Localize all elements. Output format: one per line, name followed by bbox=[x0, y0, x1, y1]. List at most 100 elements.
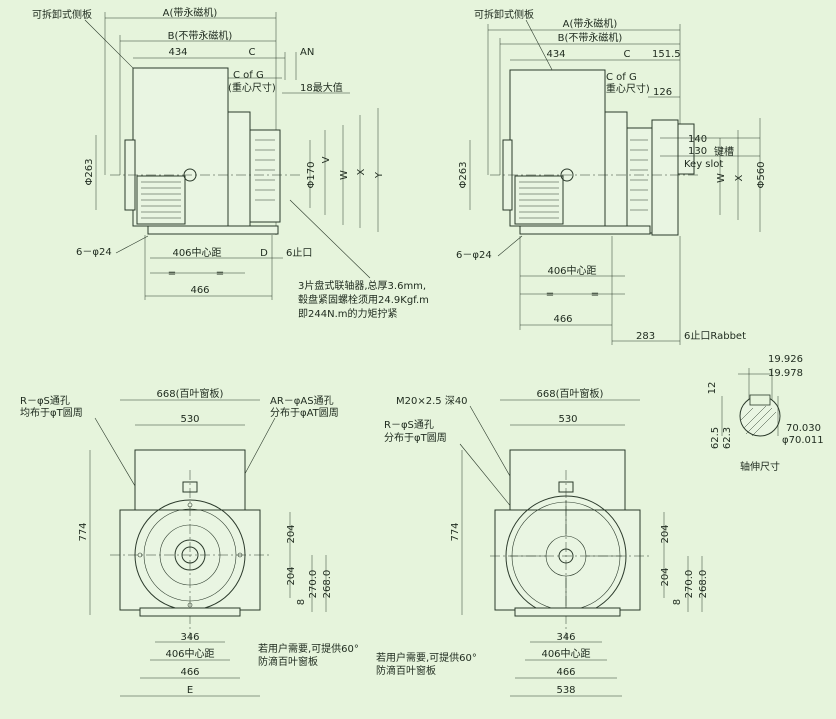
dim-466-label-c: 466 bbox=[180, 667, 199, 678]
dim-538-label: 538 bbox=[556, 685, 575, 696]
fan-grill-b bbox=[630, 139, 648, 211]
coupling-note-line3: 即244N.m的力矩拧紧 bbox=[298, 307, 398, 320]
dim-346-label-d: 346 bbox=[556, 632, 575, 643]
max-18-label: 18最大值 bbox=[300, 81, 343, 94]
cog-line1: C of G bbox=[233, 70, 264, 81]
coupling-note-line2: 毂盘紧固螺栓须用24.9Kgf.m bbox=[298, 293, 429, 306]
dim-a-label-b: A(带永磁机) bbox=[563, 17, 618, 30]
removable-panel-label: 可拆卸式侧板 bbox=[32, 8, 92, 21]
dim-151-label: 151.5 bbox=[652, 49, 681, 60]
front-view-single-bearing: M20×2.5 深40 668(百叶窗板) R－φS通孔 分布于φT圆周 530… bbox=[376, 387, 709, 697]
holes-label: 6－φ24 bbox=[76, 247, 112, 258]
keyslot-cn-label: 键槽 bbox=[714, 145, 734, 158]
removable-panel-label-b: 可拆卸式侧板 bbox=[474, 8, 534, 21]
holes-label-d2: 分布于φT圆周 bbox=[384, 432, 447, 444]
dim-283-label: 283 bbox=[636, 331, 655, 342]
shaft-70011-label: φ70.011 bbox=[782, 435, 824, 446]
dim-268-label-d: 268.0 bbox=[698, 570, 709, 599]
dim-8-label-d: 8 bbox=[672, 599, 683, 605]
keyslot-en-label: Key slot bbox=[684, 159, 723, 170]
louver-note-1-d: 若用户需要,可提供60° bbox=[376, 651, 477, 664]
dim-w-label: W bbox=[339, 170, 350, 180]
dim-v-label: V bbox=[321, 156, 332, 163]
dim-x-label: X bbox=[356, 168, 367, 175]
thread-label: M20×2.5 深40 bbox=[396, 395, 468, 407]
shaft-70030-label: 70.030 bbox=[786, 423, 821, 434]
dim-530-label: 530 bbox=[180, 414, 199, 425]
cog-line2-b: (重心尺寸) bbox=[602, 82, 650, 95]
dim-e-label: E bbox=[187, 685, 193, 696]
dia-170-label: Φ170 bbox=[306, 162, 317, 189]
dim-530-label-d: 530 bbox=[558, 414, 577, 425]
eq-mark-2: = bbox=[216, 268, 224, 279]
side-view-coupled: A(带永磁机) B(不带永磁机) 434 C AN C of G (重心尺寸) … bbox=[32, 6, 429, 320]
shaft-623-label: 62.3 bbox=[722, 427, 733, 449]
cog-line1-b: C of G bbox=[606, 72, 637, 83]
louver-668-label-d: 668(百叶窗板) bbox=[537, 387, 604, 400]
dim-130-label: 130 bbox=[688, 146, 707, 157]
ar-label-1: AR－φAS通孔 bbox=[270, 395, 334, 407]
shaft-detail: 19.926 19.978 12 62.5 62.3 70.030 φ70.01… bbox=[707, 354, 824, 473]
dia-263-label: Φ263 bbox=[84, 159, 95, 186]
center-406-label-b: 406中心距 bbox=[547, 264, 596, 277]
dim-204a-label-d: 204 bbox=[660, 524, 671, 543]
shaft-12-label: 12 bbox=[707, 382, 718, 395]
dim-204a-label: 204 bbox=[286, 524, 297, 543]
eq-mark-2-b: = bbox=[591, 289, 599, 300]
louver-668-label: 668(百叶窗板) bbox=[157, 387, 224, 400]
holes-label-d1: R－φS通孔 bbox=[384, 419, 434, 431]
dim-466-label: 466 bbox=[190, 285, 209, 296]
holes-label-b: 6－φ24 bbox=[456, 250, 492, 261]
dim-270-label-d: 270.0 bbox=[684, 570, 695, 599]
center-406-label-d: 406中心距 bbox=[541, 647, 590, 660]
dim-204b-label-d: 204 bbox=[660, 567, 671, 586]
dim-346-label: 346 bbox=[180, 632, 199, 643]
dim-w-label-b: W bbox=[716, 173, 727, 183]
louver-note-1: 若用户需要,可提供60° bbox=[258, 642, 359, 655]
louver-grill-b bbox=[519, 181, 559, 219]
eq-mark-1: = bbox=[168, 268, 176, 279]
ar-label-2: 分布于φAT圆周 bbox=[270, 407, 339, 419]
dim-126-label: 126 bbox=[653, 87, 672, 98]
dim-434-label-b: 434 bbox=[546, 49, 565, 60]
rabbet-label-b: 6止口Rabbet bbox=[684, 330, 746, 342]
dim-466-label-d: 466 bbox=[556, 667, 575, 678]
dim-8-label: 8 bbox=[296, 599, 307, 605]
louver-note-2-d: 防滴百叶窗板 bbox=[376, 664, 436, 677]
shaft-625-label: 62.5 bbox=[710, 427, 721, 449]
rabbet-6-label: 6止口 bbox=[286, 247, 312, 259]
eq-mark-1-b: = bbox=[546, 289, 554, 300]
dim-774-label-d: 774 bbox=[450, 522, 461, 541]
dim-466-label-b: 466 bbox=[553, 314, 572, 325]
holes-label-c2: 均布于φT圆周 bbox=[20, 407, 83, 419]
dim-c-label-b: C bbox=[624, 49, 631, 60]
center-406-label: 406中心距 bbox=[172, 246, 221, 259]
dim-an-label: AN bbox=[300, 47, 314, 58]
cog-line2: (重心尺寸) bbox=[228, 81, 276, 94]
dim-268-label: 268.0 bbox=[322, 570, 333, 599]
center-406-label-c: 406中心距 bbox=[165, 647, 214, 660]
dia-263-label-b: Φ263 bbox=[458, 162, 469, 189]
shaft-caption: 轴伸尺寸 bbox=[740, 460, 780, 473]
dim-d-label: D bbox=[260, 248, 268, 259]
dia-560-label: Φ560 bbox=[756, 162, 767, 189]
louver-grill-a bbox=[141, 181, 181, 219]
dim-c-label: C bbox=[249, 47, 256, 58]
front-view-coupled: R－φS通孔 均布于φT圆周 668(百叶窗板) AR－φAS通孔 分布于φAT… bbox=[20, 387, 359, 697]
dim-y-label: Y bbox=[374, 171, 385, 179]
side-view-single-bearing: 可拆卸式侧板 A(带永磁机) B(不带永磁机) 434 C 151.5 C of… bbox=[456, 8, 767, 345]
shaft-19978-label: 19.978 bbox=[768, 368, 803, 379]
dim-140-label: 140 bbox=[688, 134, 707, 145]
coupling-note-line1: 3片盘式联轴器,总厚3.6mm, bbox=[298, 279, 426, 292]
dim-270-label: 270.0 bbox=[308, 570, 319, 599]
dim-204b-label: 204 bbox=[286, 566, 297, 585]
dim-434-label: 434 bbox=[168, 47, 187, 58]
dim-b-label-b: B(不带永磁机) bbox=[558, 31, 623, 44]
dim-a-label: A(带永磁机) bbox=[163, 6, 218, 19]
shaft-19926-label: 19.926 bbox=[768, 354, 803, 365]
dim-b-label: B(不带永磁机) bbox=[168, 29, 233, 42]
louver-note-2: 防滴百叶窗板 bbox=[258, 655, 318, 668]
dim-x-label-b: X bbox=[734, 174, 745, 181]
